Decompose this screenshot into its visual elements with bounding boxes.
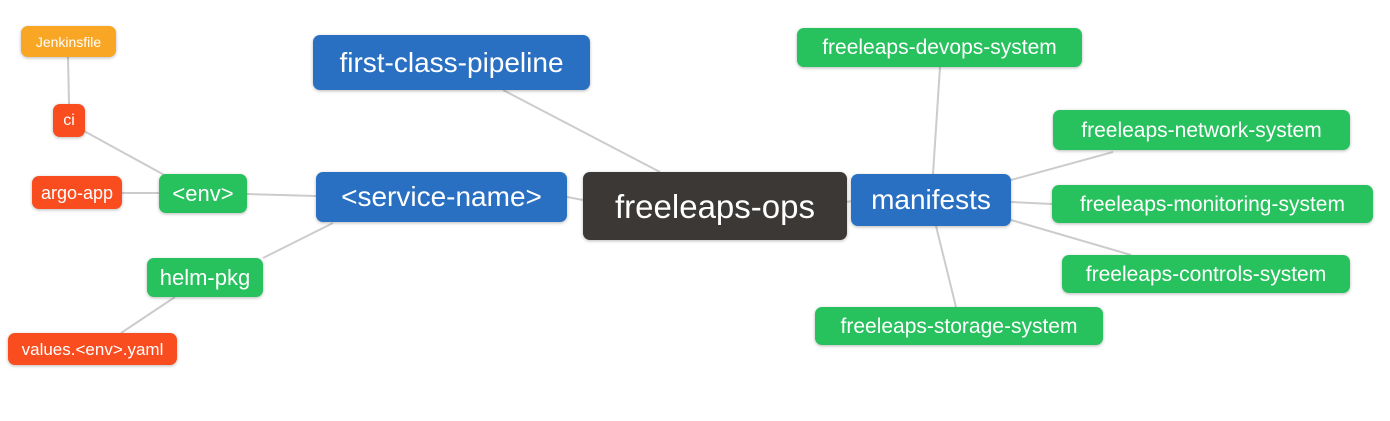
node-monitoring-system[interactable]: freeleaps-monitoring-system [1052,185,1373,223]
node-controls-system[interactable]: freeleaps-controls-system [1062,255,1350,293]
node-storage-system[interactable]: freeleaps-storage-system [815,307,1103,345]
node-devops-system[interactable]: freeleaps-devops-system [797,28,1082,67]
node-first-class-pipeline[interactable]: first-class-pipeline [313,35,590,90]
edge-manifests-network-system [1010,151,1114,181]
edge-ci-env [83,130,169,178]
node-helm-pkg[interactable]: helm-pkg [147,258,263,297]
edge-manifests-devops-system [932,66,941,175]
node-network-system[interactable]: freeleaps-network-system [1053,110,1350,150]
edge-first-class-pipeline-freeleaps-ops [502,89,661,173]
node-jenkinsfile[interactable]: Jenkinsfile [21,26,116,57]
edge-manifests-controls-system [1010,219,1132,256]
node-service-name[interactable]: <service-name> [316,172,567,222]
edge-manifests-storage-system [935,225,957,308]
node-argo-app[interactable]: argo-app [32,176,122,209]
edge-jenkinsfile-ci [67,56,70,105]
node-freeleaps-ops[interactable]: freeleaps-ops [583,172,847,240]
node-manifests[interactable]: manifests [851,174,1011,226]
node-ci[interactable]: ci [53,104,85,137]
edge-service-name-freeleaps-ops [566,196,584,201]
node-env[interactable]: <env> [159,174,247,213]
node-values-env-yaml[interactable]: values.<env>.yaml [8,333,177,365]
edge-service-name-helm-pkg [262,222,334,259]
edge-helm-pkg-values-env-yaml [120,296,176,334]
edge-manifests-monitoring-system [1010,201,1053,205]
edge-env-service-name [246,193,317,197]
